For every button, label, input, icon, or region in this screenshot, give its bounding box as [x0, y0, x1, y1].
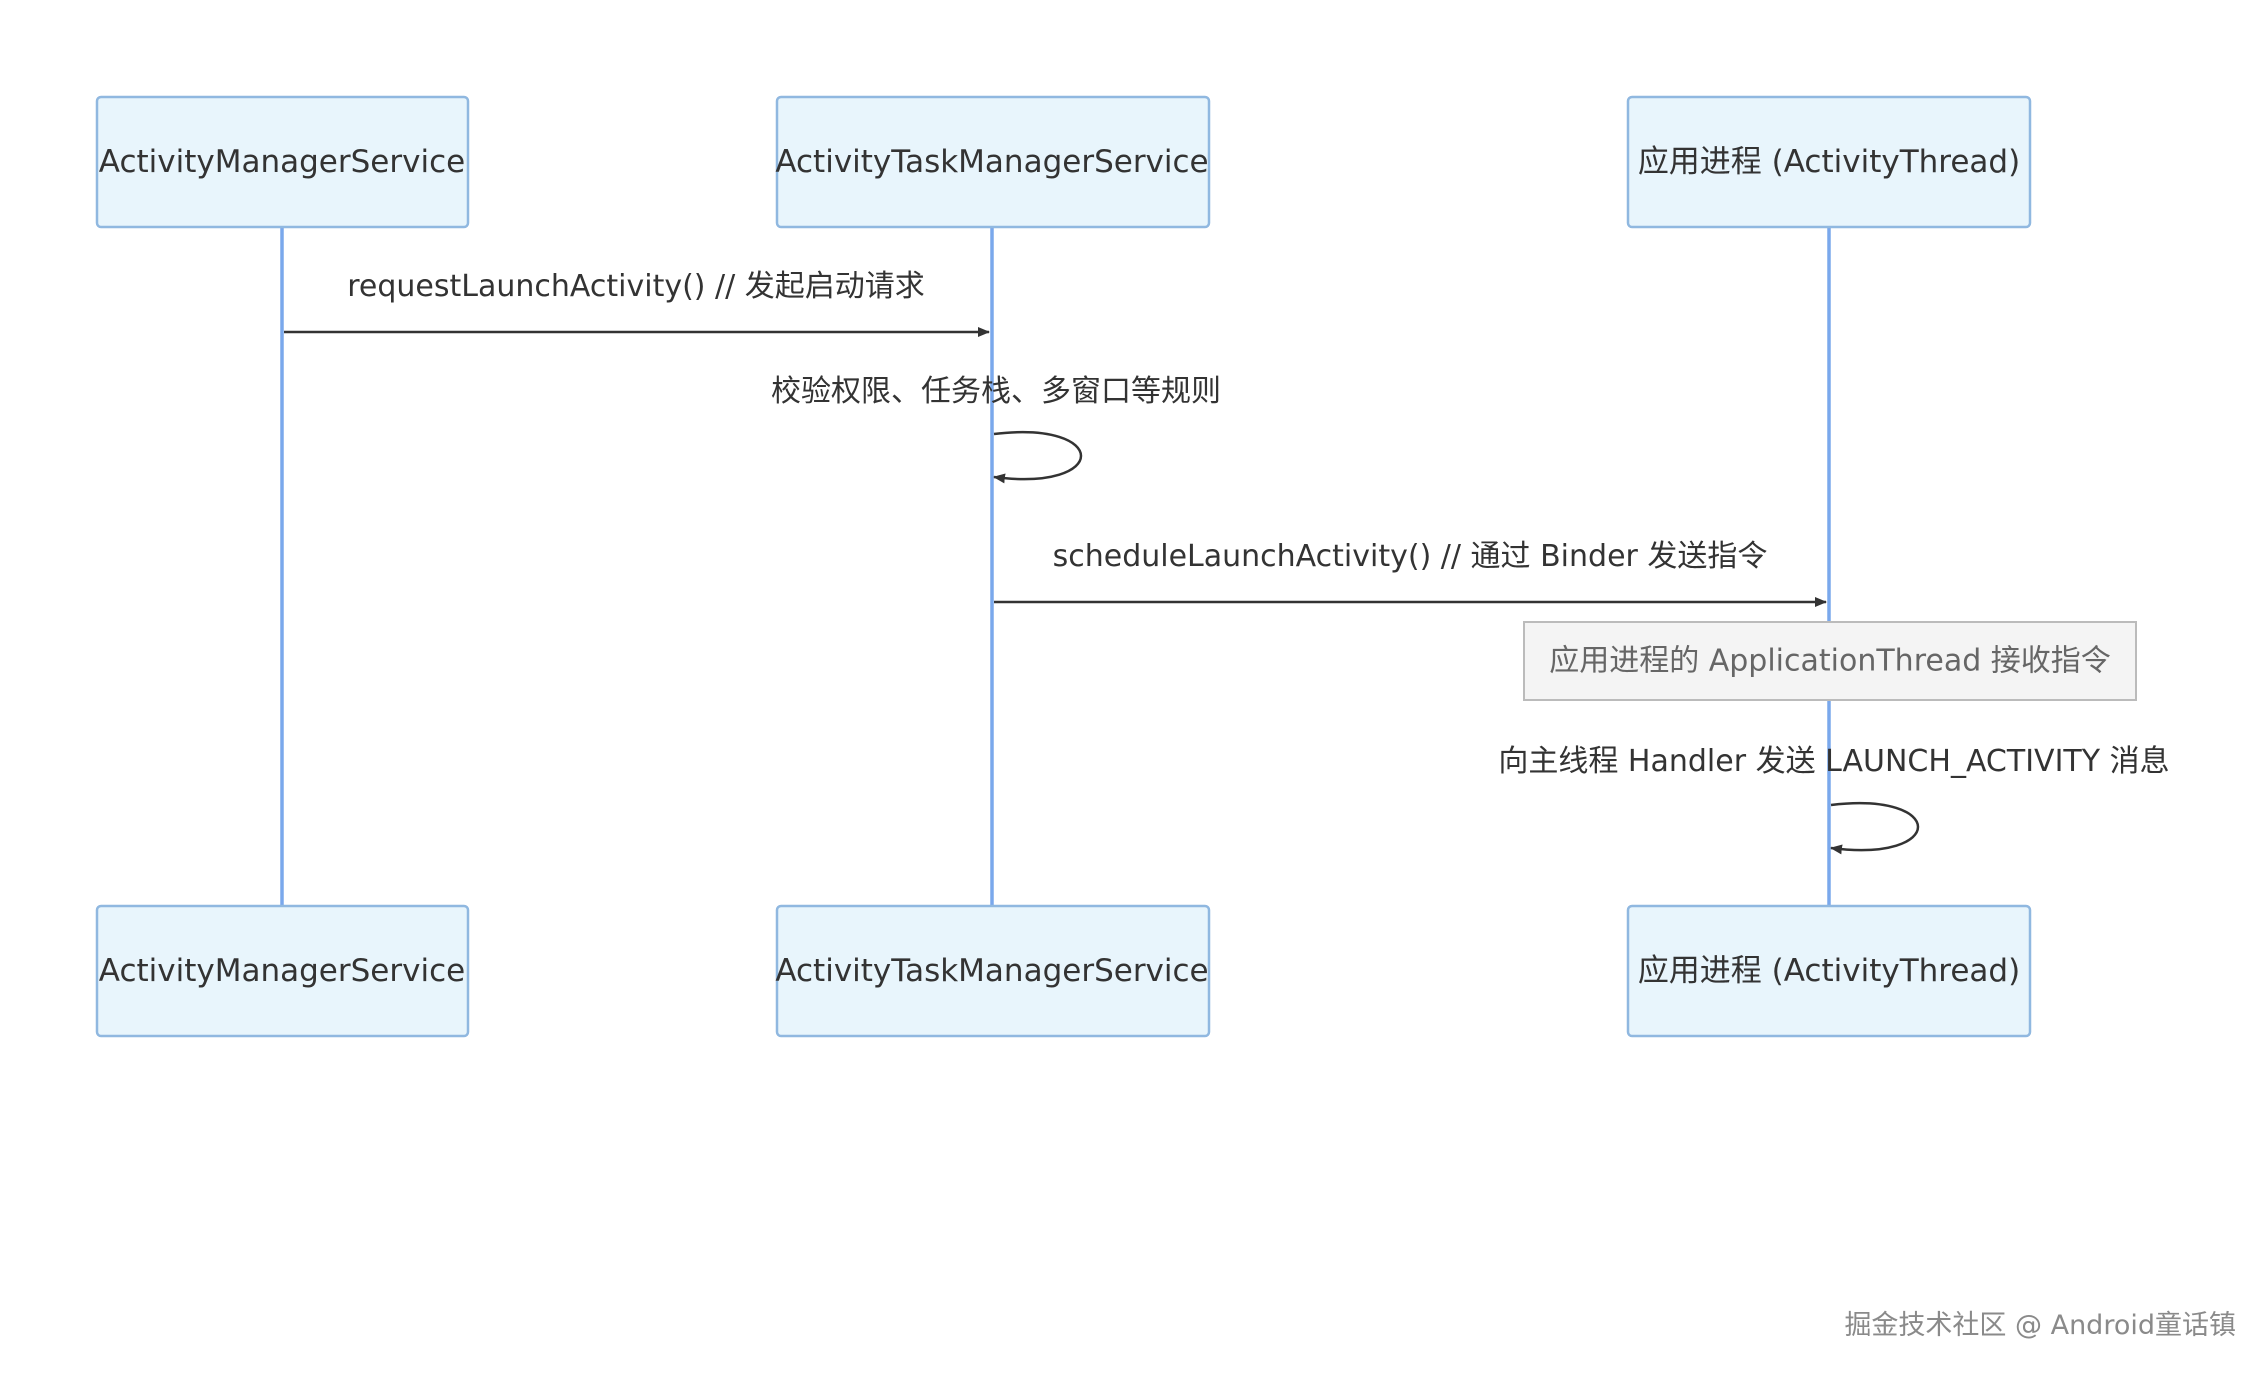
message-label-request-launch: requestLaunchActivity() // 发起启动请求	[347, 269, 925, 304]
actor-bottom-app: 应用进程 (ActivityThread)	[1626, 904, 2032, 1038]
actor-bottom-atms: ActivityTaskManagerService	[775, 904, 1211, 1038]
actor-top-ams-label: ActivityManagerService	[99, 144, 465, 180]
actor-top-atms-label: ActivityTaskManagerService	[775, 144, 1208, 180]
message-arrow-handler-self	[1830, 802, 1920, 855]
watermark: 掘金技术社区 @ Android童话镇	[1844, 1310, 2236, 1341]
actor-top-ams: ActivityManagerService	[95, 95, 470, 229]
note-text: 应用进程的 ApplicationThread 接收指令	[1549, 644, 2111, 679]
actor-top-atms: ActivityTaskManagerService	[775, 95, 1211, 229]
actor-bottom-ams-label: ActivityManagerService	[99, 953, 465, 989]
actor-bottom-atms-label: ActivityTaskManagerService	[775, 953, 1208, 989]
actor-bottom-app-label: 应用进程 (ActivityThread)	[1638, 953, 2020, 989]
note-application-thread: 应用进程的 ApplicationThread 接收指令	[1523, 621, 2137, 701]
actor-top-app-label: 应用进程 (ActivityThread)	[1638, 144, 2020, 180]
actor-bottom-ams: ActivityManagerService	[95, 904, 470, 1038]
message-label-handler: 向主线程 Handler 发送 LAUNCH_ACTIVITY 消息	[1498, 744, 2169, 779]
actor-top-app: 应用进程 (ActivityThread)	[1626, 95, 2032, 229]
message-label-validate: 校验权限、任务栈、多窗口等规则	[771, 374, 1221, 409]
message-arrow-validate-self	[993, 431, 1083, 484]
message-label-schedule-launch: scheduleLaunchActivity() // 通过 Binder 发送…	[1053, 539, 1768, 574]
